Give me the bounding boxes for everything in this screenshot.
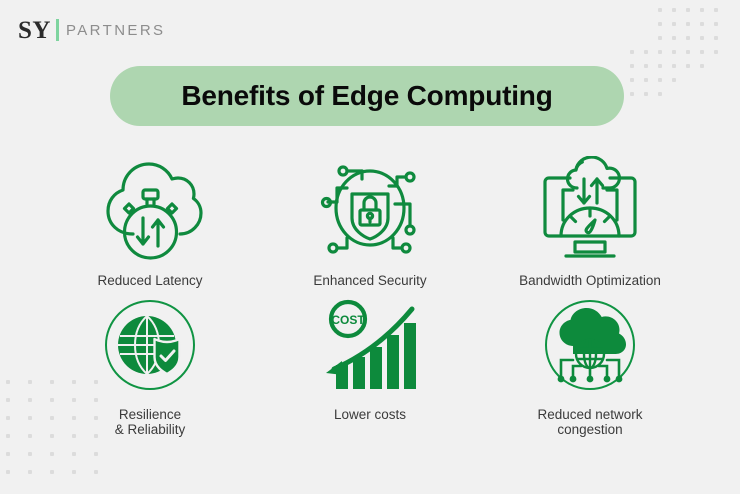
decorative-dot: [644, 64, 648, 68]
decorative-dot: [644, 50, 648, 54]
decorative-dot: [94, 452, 98, 456]
decorative-dot: [50, 452, 54, 456]
decorative-dot: [672, 92, 676, 96]
decorative-dot: [658, 36, 662, 40]
decorative-dot: [644, 8, 648, 12]
decorative-dot: [28, 380, 32, 384]
benefit-item-reduced-latency: Reduced Latency: [40, 155, 260, 295]
benefit-item-reduced-network-congestion: Reduced network congestion: [480, 295, 700, 445]
page-title: Benefits of Edge Computing: [181, 80, 553, 111]
decorative-dot: [714, 78, 718, 82]
decorative-dot: [686, 8, 690, 12]
decorative-dot: [686, 78, 690, 82]
decorative-dot: [714, 8, 718, 12]
benefit-label: Resilience & Reliability: [114, 407, 186, 438]
decorative-dot: [72, 452, 76, 456]
decorative-dot: [644, 36, 648, 40]
cost-down-bar-chart-icon: COST: [322, 295, 418, 395]
decorative-dot: [644, 78, 648, 82]
logo-primary-text: SY: [18, 16, 51, 44]
decorative-dot: [700, 36, 704, 40]
decorative-dot: [686, 50, 690, 54]
decorative-dot: [714, 64, 718, 68]
benefit-label: Reduced Latency: [97, 273, 203, 288]
cost-badge-text: COST: [331, 313, 365, 327]
decorative-dot: [672, 78, 676, 82]
decorative-dot: [50, 470, 54, 474]
benefits-grid: Reduced Latency: [40, 155, 700, 445]
decorative-dot: [700, 8, 704, 12]
cloud-globe-network-icon: [543, 295, 637, 395]
decorative-dot: [658, 22, 662, 26]
benefit-label: Enhanced Security: [313, 273, 427, 288]
benefit-item-lower-costs: COST Lower costs: [260, 295, 480, 445]
decorative-dot: [72, 470, 76, 474]
decorative-dot: [644, 92, 648, 96]
decorative-dot: [6, 380, 10, 384]
decorative-dot: [630, 22, 634, 26]
logo-divider: [55, 19, 59, 41]
decorative-dot: [658, 64, 662, 68]
decorative-dot: [658, 50, 662, 54]
benefit-label: Reduced network congestion: [537, 407, 643, 438]
decorative-dot: [672, 36, 676, 40]
benefit-label: Lower costs: [333, 407, 407, 422]
brand-logo: SY PARTNERS: [18, 16, 166, 44]
decorative-dot: [672, 8, 676, 12]
decorative-dot: [700, 92, 704, 96]
decorative-dot: [686, 64, 690, 68]
decorative-dot: [28, 434, 32, 438]
benefit-item-resilience-reliability: Resilience & Reliability: [40, 295, 260, 445]
benefit-label: Bandwidth Optimization: [519, 273, 661, 288]
decorative-dot-grid-top-right: [630, 8, 728, 106]
decorative-dot: [714, 92, 718, 96]
decorative-dot: [672, 64, 676, 68]
globe-shield-check-icon: [103, 295, 197, 395]
network-shield-lock-icon: [317, 155, 423, 263]
decorative-dot: [700, 50, 704, 54]
decorative-dot: [714, 36, 718, 40]
decorative-dot: [686, 36, 690, 40]
decorative-dot: [630, 78, 634, 82]
decorative-dot: [672, 22, 676, 26]
decorative-dot: [630, 64, 634, 68]
decorative-dot: [6, 470, 10, 474]
decorative-dot: [28, 398, 32, 402]
logo-secondary-text: PARTNERS: [65, 21, 166, 39]
decorative-dot: [714, 50, 718, 54]
decorative-dot: [28, 452, 32, 456]
decorative-dot: [700, 78, 704, 82]
decorative-dot: [28, 470, 32, 474]
monitor-cloud-gauge-icon: [537, 155, 643, 263]
decorative-dot: [658, 8, 662, 12]
decorative-dot: [6, 434, 10, 438]
title-banner: Benefits of Edge Computing: [110, 66, 624, 126]
decorative-dot: [630, 92, 634, 96]
decorative-dot: [630, 50, 634, 54]
decorative-dot: [700, 64, 704, 68]
decorative-dot: [686, 22, 690, 26]
decorative-dot: [672, 50, 676, 54]
decorative-dot: [6, 452, 10, 456]
decorative-dot: [686, 92, 690, 96]
decorative-dot: [6, 416, 10, 420]
decorative-dot: [6, 398, 10, 402]
decorative-dot: [700, 22, 704, 26]
benefit-item-enhanced-security: Enhanced Security: [260, 155, 480, 295]
benefit-item-bandwidth-optimization: Bandwidth Optimization: [480, 155, 700, 295]
decorative-dot: [94, 470, 98, 474]
decorative-dot: [28, 416, 32, 420]
decorative-dot: [714, 22, 718, 26]
cloud-stopwatch-arrows-icon: [97, 155, 203, 263]
decorative-dot: [658, 78, 662, 82]
decorative-dot: [630, 8, 634, 12]
decorative-dot: [644, 22, 648, 26]
decorative-dot: [630, 36, 634, 40]
decorative-dot: [658, 92, 662, 96]
